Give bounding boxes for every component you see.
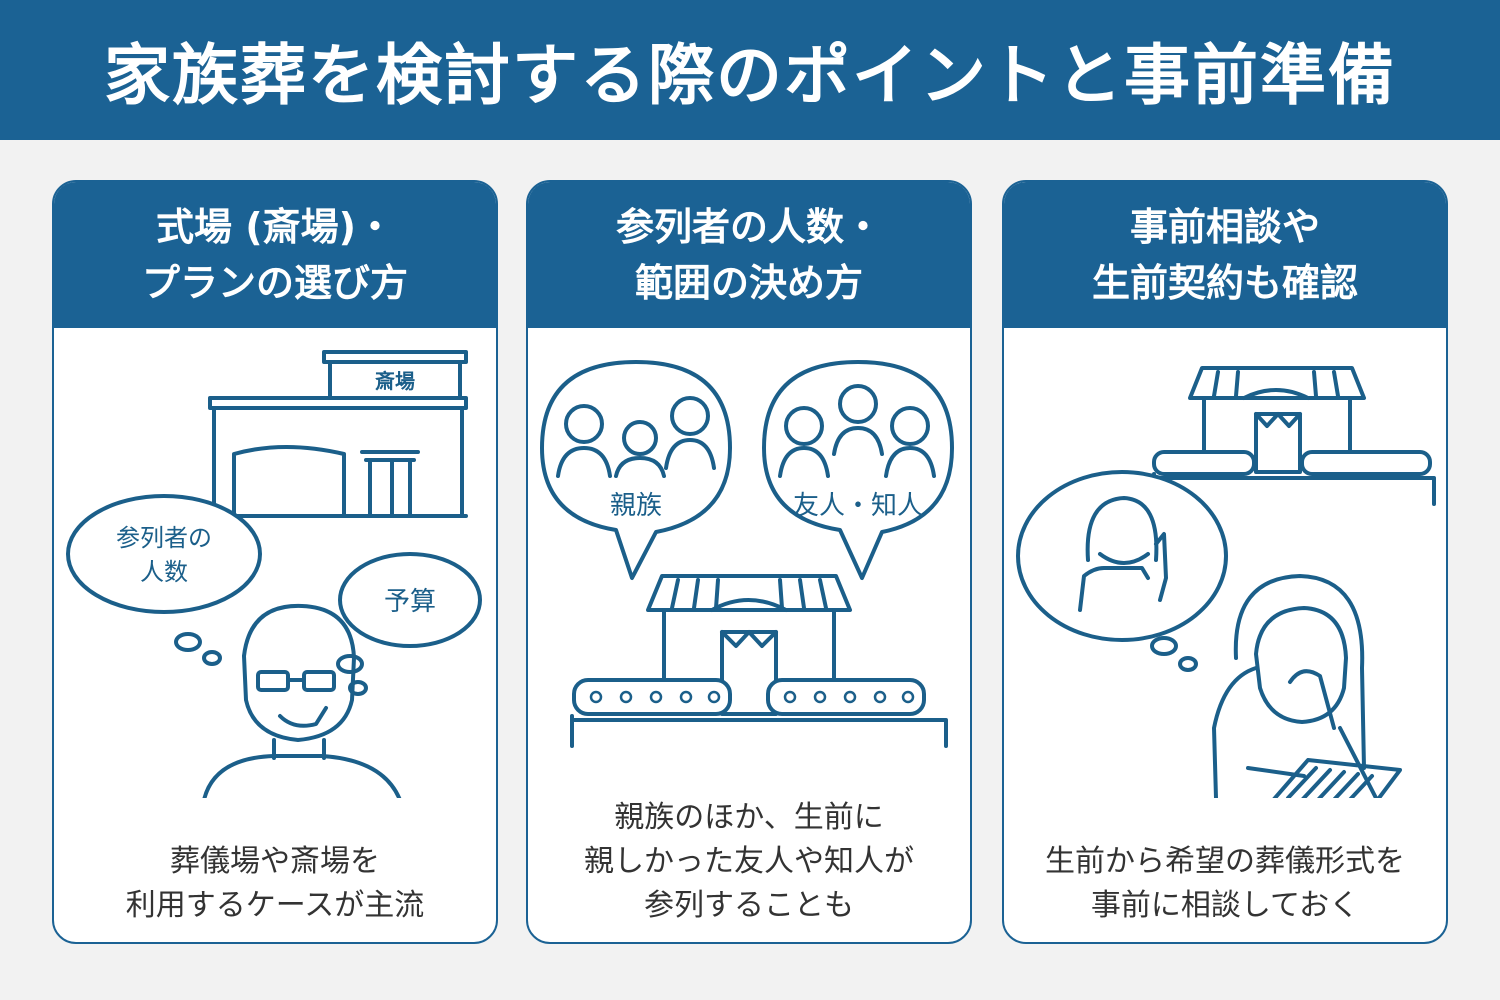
- card-caption: 葬儀場や斎場を 利用するケースが主流: [54, 840, 496, 928]
- caption-line-1: 生前から希望の葬儀形式を: [1045, 844, 1405, 879]
- caption-line-3: 参列することも: [644, 888, 854, 923]
- thought-dots-icon: [174, 632, 368, 696]
- card-heading: 参列者の人数・ 範囲の決め方: [528, 182, 970, 328]
- consultation-illustration: [1016, 366, 1436, 798]
- card-heading-line-1: 参列者の人数・: [615, 205, 882, 249]
- card-caption: 親族のほか、生前に 親しかった友人や知人が 参列することも: [528, 796, 970, 928]
- thought-bubble-attendees: [66, 494, 262, 614]
- title-banner: 家族葬を検討する際のポイントと事前準備: [0, 0, 1500, 140]
- caption-line-2: 親しかった友人や知人が: [584, 844, 914, 879]
- bubble-text-relatives: 親族: [610, 491, 662, 521]
- card-heading: 事前相談や 生前契約も確認: [1004, 182, 1446, 328]
- page-title: 家族葬を検討する際のポイントと事前準備: [104, 37, 1396, 114]
- card-attendees-range: 参列者の人数・ 範囲の決め方 親族 友人・知人: [526, 180, 972, 944]
- card-heading-line-1: 式場 (斎場)・: [156, 205, 394, 249]
- flower-dots-icon: [589, 690, 915, 704]
- caption-line-1: 親族のほか、生前に: [614, 800, 884, 835]
- funeral-altar-icon: [570, 574, 948, 748]
- caption-line-2: 利用するケースが主流: [125, 888, 425, 923]
- card-heading-line-2: プランの選び方: [141, 261, 408, 305]
- card-heading-line-2: 生前契約も確認: [1091, 261, 1358, 305]
- thinking-man-icon: [202, 603, 402, 798]
- funeral-hall-building-icon: [192, 350, 468, 518]
- attendees-illustration: 親族 友人・知人: [540, 360, 954, 748]
- thought-bubble-memory: [1016, 470, 1228, 642]
- funeral-altar-small-icon: [1152, 366, 1436, 506]
- thought-bubble-budget: [338, 552, 482, 648]
- hall-sign-text: 斎場: [375, 369, 415, 393]
- caption-line-1: 葬儀場や斎場を: [170, 844, 380, 879]
- caption-line-2: 事前に相談しておく: [1090, 888, 1360, 923]
- card-venue-plan: 式場 (斎場)・ プランの選び方 斎場 参列者の 人数 予算: [52, 180, 498, 944]
- bubble-text-attendees-2: 人数: [140, 558, 188, 586]
- venue-illustration: 斎場 参列者の 人数 予算: [66, 350, 482, 798]
- thought-dots-icon: [1150, 636, 1198, 672]
- card-pre-consultation: 事前相談や 生前契約も確認: [1002, 180, 1448, 944]
- card-heading: 式場 (斎場)・ プランの選び方: [54, 182, 496, 328]
- card-caption: 生前から希望の葬儀形式を 事前に相談しておく: [1004, 840, 1446, 928]
- card-heading-line-1: 事前相談や: [1129, 205, 1320, 249]
- bubble-text-budget: 予算: [384, 587, 436, 617]
- speech-bubble-friends: [762, 360, 954, 580]
- bubble-text-friends: 友人・知人: [793, 491, 923, 521]
- document-papers-icon: [1272, 758, 1402, 798]
- bubble-text-attendees-1: 参列者の: [116, 524, 212, 552]
- speech-bubble-relatives: [540, 360, 732, 580]
- card-heading-line-2: 範囲の決め方: [634, 261, 863, 305]
